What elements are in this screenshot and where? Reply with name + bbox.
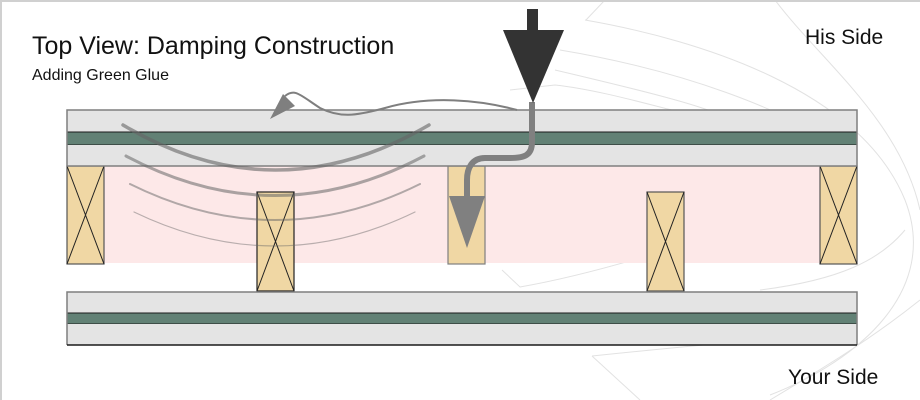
drywall-layer: [67, 324, 857, 345]
top-wall-panel: [66, 109, 858, 167]
background-swirl: [775, 2, 920, 211]
background-swirl: [585, 2, 604, 21]
vibration-arc: [129, 183, 421, 221]
background-swirl: [509, 84, 681, 113]
diagram-title: Top View: Damping Construction: [32, 32, 395, 60]
bottom-wall-panel: [66, 291, 858, 346]
arrowhead-icon: [270, 94, 295, 119]
vibration-arc: [124, 154, 426, 197]
vibration-arc: [121, 123, 431, 172]
drywall-layer: [67, 292, 857, 313]
panel-outline: [66, 291, 858, 345]
green-glue-layer: [66, 312, 858, 325]
stud: [256, 191, 295, 292]
diagram-subtitle: Adding Green Glue: [32, 67, 169, 84]
drywall-layer: [67, 145, 857, 166]
panel-outline: [66, 109, 858, 167]
background-swirl: [759, 229, 906, 291]
your-side-label: Your Side: [788, 366, 879, 389]
background-swirl: [554, 69, 721, 116]
drywall-layer: [67, 110, 857, 132]
background-swirl: [769, 299, 920, 400]
stud: [66, 165, 105, 265]
stud: [646, 191, 685, 292]
stud: [819, 165, 858, 265]
green-glue-layer: [66, 131, 858, 146]
vibration-arc: [133, 211, 416, 247]
incoming-sound-arrow: [503, 9, 564, 103]
his-side-label: His Side: [805, 26, 884, 49]
vibration-arcs: [121, 123, 431, 247]
transmitted-sound-arrow: [449, 102, 535, 248]
arrowhead-icon: [503, 30, 564, 103]
arrowhead-icon: [449, 196, 485, 248]
background-swirl: [591, 355, 641, 400]
reflected-sound-arrow: [270, 91, 518, 119]
